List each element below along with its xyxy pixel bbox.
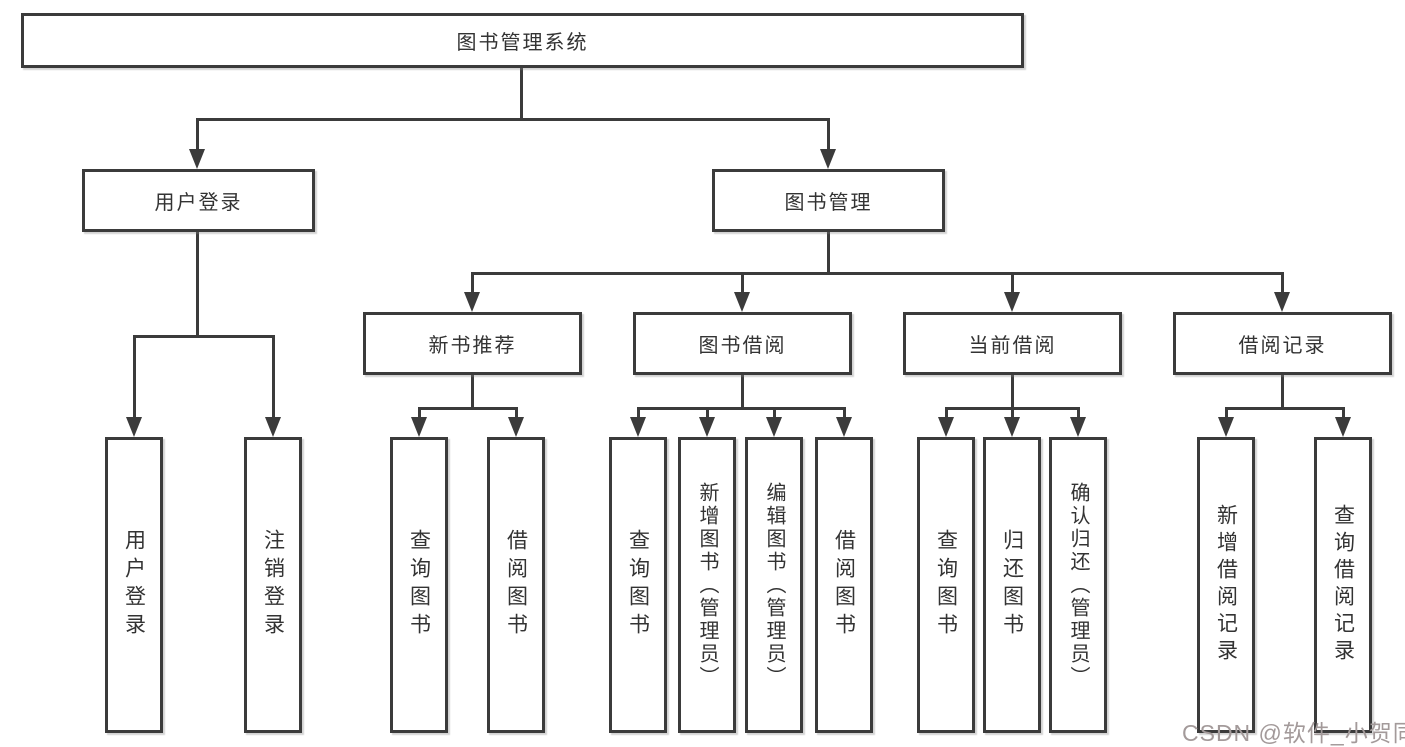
connector-hline xyxy=(637,407,846,410)
arrowhead-down-icon xyxy=(820,149,836,169)
connector-vline xyxy=(133,335,136,417)
leaf-borrow-books: 借阅图书 xyxy=(815,437,873,733)
connector-vline xyxy=(272,335,275,417)
arrowhead-down-icon xyxy=(411,417,427,437)
connector-vline xyxy=(196,232,199,335)
connector-vline xyxy=(1077,407,1080,417)
leaf-query-books-current: 查询图书 xyxy=(917,437,975,733)
arrowhead-down-icon xyxy=(126,417,142,437)
connector-hline xyxy=(471,272,1284,275)
connector-vline xyxy=(1225,407,1228,417)
connector-vline xyxy=(945,407,948,417)
leaf-query-books-recommend: 查询图书 xyxy=(390,437,448,733)
node-book-management: 图书管理 xyxy=(712,169,945,232)
node-label: 图书管理 xyxy=(784,192,873,214)
leaf-add-borrow-record: 新增借阅记录 xyxy=(1197,437,1255,733)
arrowhead-down-icon xyxy=(189,149,205,169)
node-book-borrowing: 图书借阅 xyxy=(633,312,852,375)
leaf-label: 确认归还（管理员） xyxy=(1067,481,1089,689)
leaf-user-login: 用户登录 xyxy=(105,437,163,733)
connector-vline xyxy=(1342,407,1345,417)
node-borrowing-records: 借阅记录 xyxy=(1173,312,1392,375)
connector-vline xyxy=(471,272,474,292)
connector-vline xyxy=(827,118,830,149)
node-label: 当前借阅 xyxy=(968,335,1057,357)
connector-hline xyxy=(196,118,830,121)
connector-vline xyxy=(827,232,830,272)
node-label: 图书管理系统 xyxy=(456,32,589,54)
node-label: 新书推荐 xyxy=(428,335,517,357)
leaf-label: 归还图书 xyxy=(1000,529,1024,641)
arrowhead-down-icon xyxy=(1335,417,1351,437)
node-library-management-system: 图书管理系统 xyxy=(21,13,1024,68)
node-current-borrowing: 当前借阅 xyxy=(903,312,1122,375)
arrowhead-down-icon xyxy=(265,417,281,437)
arrowhead-down-icon xyxy=(508,417,524,437)
leaf-label: 借阅图书 xyxy=(832,529,856,641)
arrowhead-down-icon xyxy=(1274,292,1290,312)
connector-vline xyxy=(741,375,744,407)
leaf-logout: 注销登录 xyxy=(244,437,302,733)
leaf-label: 查询图书 xyxy=(407,529,431,641)
leaf-borrow-books-recommend: 借阅图书 xyxy=(487,437,545,733)
connector-vline xyxy=(520,68,523,118)
connector-vline xyxy=(1011,407,1014,417)
connector-vline xyxy=(843,407,846,417)
connector-vline xyxy=(1011,272,1014,292)
connector-vline xyxy=(471,375,474,407)
arrowhead-down-icon xyxy=(1004,417,1020,437)
leaf-return-books: 归还图书 xyxy=(983,437,1041,733)
arrowhead-down-icon xyxy=(699,417,715,437)
connector-vline xyxy=(706,407,709,417)
arrowhead-down-icon xyxy=(836,417,852,437)
connector-vline xyxy=(637,407,640,417)
leaf-label: 新增借阅记录 xyxy=(1214,504,1238,666)
node-user-login: 用户登录 xyxy=(82,169,315,232)
leaf-label: 用户登录 xyxy=(122,529,146,641)
connector-vline xyxy=(515,407,518,417)
leaf-label: 查询图书 xyxy=(626,529,650,641)
leaf-edit-books-admin: 编辑图书（管理员） xyxy=(745,437,803,733)
leaf-label: 注销登录 xyxy=(261,529,285,641)
csdn-watermark: CSDN @软件_小贺同学 xyxy=(1182,720,1405,746)
node-label: 图书借阅 xyxy=(698,335,787,357)
connector-vline xyxy=(1011,375,1014,407)
connector-vline xyxy=(741,272,744,292)
leaf-confirm-return-admin: 确认归还（管理员） xyxy=(1049,437,1107,733)
connector-vline xyxy=(773,407,776,417)
arrowhead-down-icon xyxy=(766,417,782,437)
arrowhead-down-icon xyxy=(938,417,954,437)
connector-vline xyxy=(418,407,421,417)
arrowhead-down-icon xyxy=(734,292,750,312)
connector-vline xyxy=(196,118,199,149)
connector-hline xyxy=(133,335,275,338)
leaf-label: 查询借阅记录 xyxy=(1331,504,1355,666)
connector-vline xyxy=(1281,272,1284,292)
leaf-label: 编辑图书（管理员） xyxy=(763,481,785,689)
connector-hline xyxy=(1225,407,1344,410)
leaf-query-borrow-record: 查询借阅记录 xyxy=(1314,437,1372,733)
leaf-label: 查询图书 xyxy=(934,529,958,641)
node-new-book-recommend: 新书推荐 xyxy=(363,312,582,375)
leaf-query-books-borrow: 查询图书 xyxy=(609,437,667,733)
leaf-add-books-admin: 新增图书（管理员） xyxy=(678,437,736,733)
connector-vline xyxy=(1281,375,1284,407)
leaf-label: 新增图书（管理员） xyxy=(696,481,718,689)
leaf-label: 借阅图书 xyxy=(504,529,528,641)
arrowhead-down-icon xyxy=(1218,417,1234,437)
node-label: 借阅记录 xyxy=(1238,335,1327,357)
connector-hline xyxy=(418,407,517,410)
node-label: 用户登录 xyxy=(154,192,243,214)
arrowhead-down-icon xyxy=(1004,292,1020,312)
arrowhead-down-icon xyxy=(1070,417,1086,437)
arrowhead-down-icon xyxy=(464,292,480,312)
arrowhead-down-icon xyxy=(630,417,646,437)
